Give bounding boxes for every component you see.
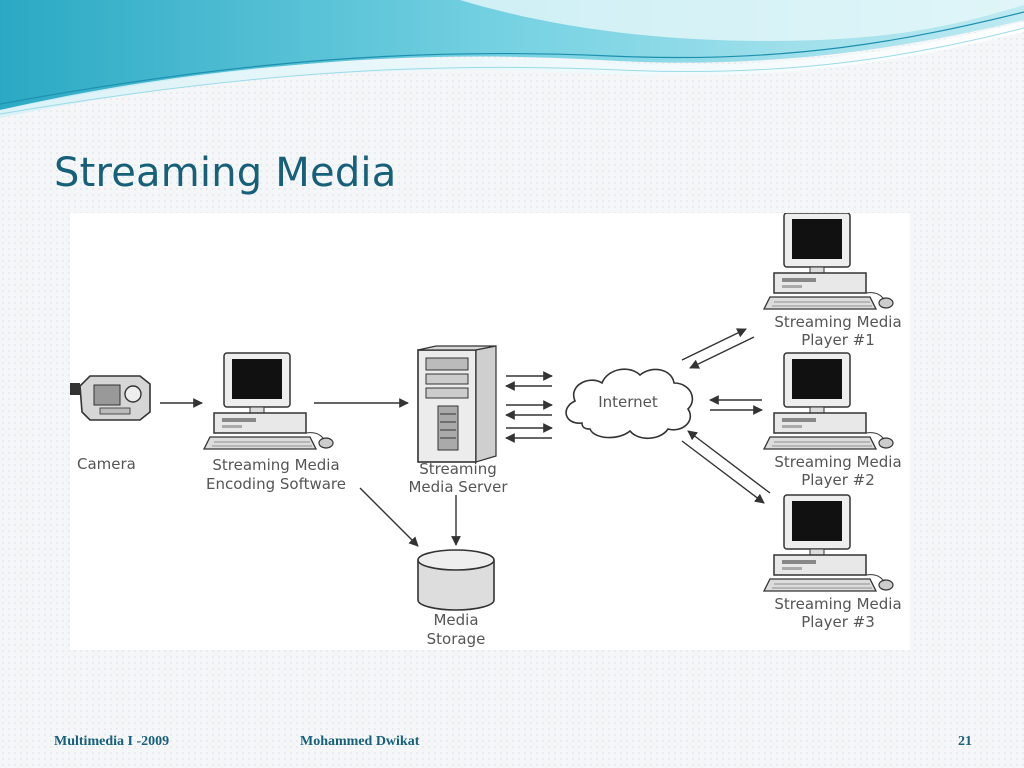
connection-arrows xyxy=(160,328,771,547)
storage-label-line2: Storage xyxy=(427,630,486,648)
footer-page-number: 21 xyxy=(958,734,972,749)
slide-title: Streaming Media xyxy=(54,150,397,196)
encoding-workstation-icon xyxy=(203,352,334,450)
player3-workstation-icon xyxy=(763,494,894,592)
streaming-diagram: Camera Streaming Media Encoding Software… xyxy=(70,213,910,650)
arrow-encoder-to-storage xyxy=(359,487,419,547)
player2-label-line2: Player #2 xyxy=(801,471,875,489)
server-label-line2: Media Server xyxy=(408,478,508,496)
player3-label-line2: Player #3 xyxy=(801,613,875,631)
camera-icon xyxy=(70,375,151,421)
player1-workstation-icon xyxy=(763,213,894,310)
player2-workstation-icon xyxy=(763,352,894,450)
diagram-canvas: Camera Streaming Media Encoding Software… xyxy=(70,213,902,648)
media-server-icon xyxy=(417,345,497,463)
internet-label: Internet xyxy=(598,393,658,411)
arrow-internet-to-player3 xyxy=(681,440,765,504)
player2-label-line1: Streaming Media xyxy=(774,453,901,471)
encoder-label-line2: Encoding Software xyxy=(206,475,346,493)
media-storage-icon xyxy=(417,549,495,611)
server-label-line1: Streaming xyxy=(419,460,496,478)
arrow-player3-to-internet xyxy=(687,430,771,494)
encoder-label-line1: Streaming Media xyxy=(212,456,339,474)
player3-label-line1: Streaming Media xyxy=(774,595,901,613)
footer-course: Multimedia I -2009 xyxy=(54,734,170,749)
arrow-player1-to-internet xyxy=(689,336,755,369)
internet-cloud-icon xyxy=(565,368,694,440)
arrow-internet-to-player1 xyxy=(681,328,747,361)
header-wave-decoration xyxy=(0,0,1024,118)
player1-label-line1: Streaming Media xyxy=(774,313,901,331)
camera-label: Camera xyxy=(77,455,136,473)
storage-label-line1: Media xyxy=(433,611,478,629)
footer-author: Mohammed Dwikat xyxy=(300,734,420,749)
player1-label-line2: Player #1 xyxy=(801,331,875,349)
